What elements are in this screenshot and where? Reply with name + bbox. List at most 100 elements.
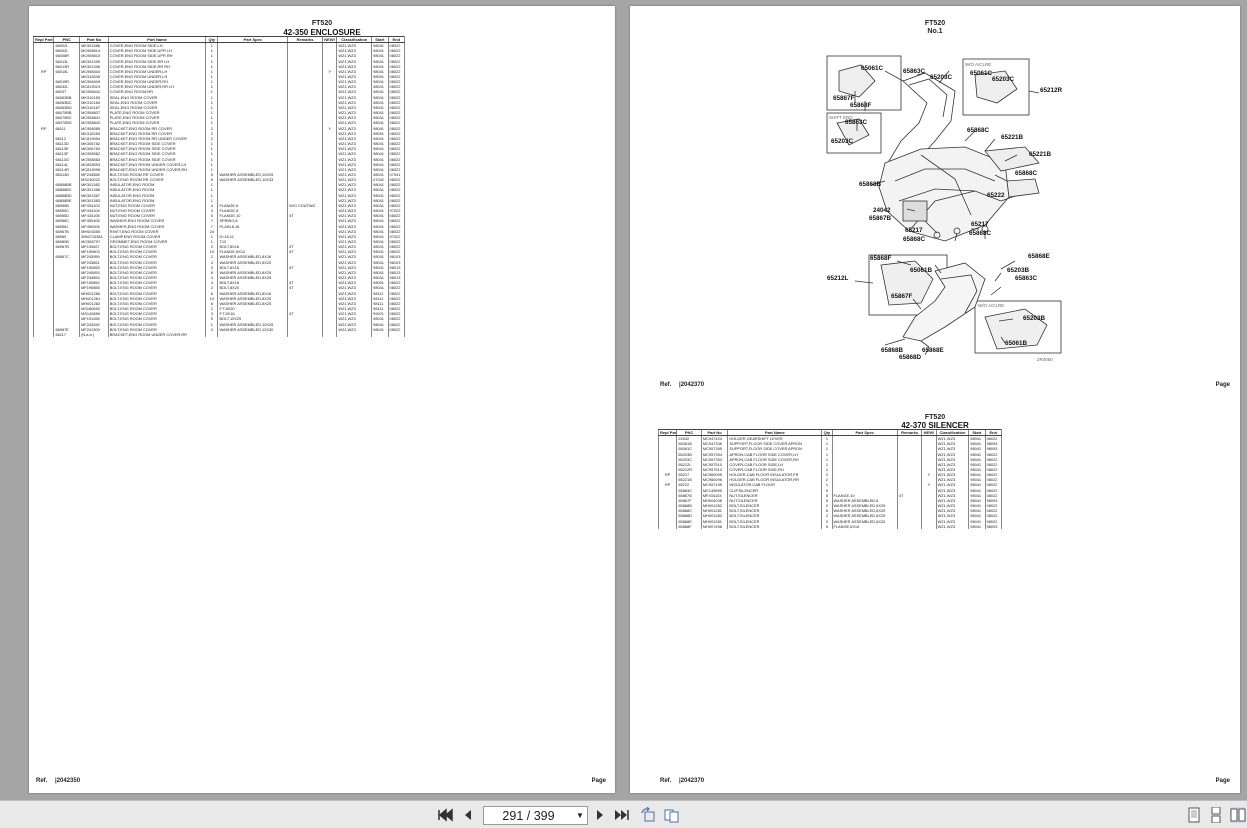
ref-value: |2042370 (679, 778, 705, 784)
table-cell: 2 (205, 306, 218, 312)
table-cell (32, 161, 54, 167)
table-cell (32, 326, 54, 332)
table-cell (321, 146, 337, 152)
table-cell: BOLT,ENG ROOM COVER (107, 244, 206, 250)
table-cell: 08022 (387, 146, 406, 152)
table-cell (32, 244, 54, 250)
table-cell: 08022 (387, 187, 406, 193)
rotate-icon[interactable] (640, 806, 656, 823)
table-cell: 98091 (371, 280, 389, 286)
page-model-top: FT520 (924, 20, 946, 27)
table-cell: 66111 (53, 125, 80, 131)
table-cell: FLANGE,8 (217, 208, 288, 214)
column-header: Part Spec (831, 428, 898, 437)
table-cell: 66858BC (53, 187, 80, 193)
table-cell: SUPPORT,FLOOR SIDE COVER APRON (727, 446, 822, 452)
table-cell: WZ1,WZ3 (336, 233, 372, 239)
diagram-code: 2R4050 (1037, 357, 1053, 362)
table-cell: 5 (821, 492, 833, 498)
diagram-label: 24042 (873, 207, 891, 214)
table-cell: NUT,ENG ROOM COVER (107, 213, 206, 219)
page-number-field[interactable]: 291 / 399 ▼ (483, 806, 588, 825)
table-cell: 08022 (387, 223, 406, 229)
table-cell: 08022 (984, 487, 1003, 493)
table-cell (32, 275, 54, 281)
table-cell: 66037 (53, 89, 80, 95)
continuous-page-icon[interactable] (1208, 806, 1224, 824)
table-cell: 98041 (968, 472, 986, 478)
table-cell (217, 156, 288, 162)
table-cell: MC958515 (79, 53, 109, 59)
table-cell: 66114L (53, 161, 80, 167)
diagram-label: 65868C (1015, 170, 1038, 177)
column-header: NEW! (321, 35, 337, 44)
exploded-parts-diagram: 65061C 65863C 65203C 65061C 65203C 65212… (825, 51, 1065, 366)
table-cell (53, 285, 80, 291)
table-cell (32, 99, 54, 105)
table-cell: MH001282 (79, 300, 109, 306)
column-header: NEW! (921, 428, 937, 437)
chevron-down-icon[interactable]: ▼ (576, 811, 584, 820)
column-header: Classification (336, 35, 372, 44)
table-cell (32, 120, 54, 126)
table-cell: MF241309 (79, 326, 109, 332)
table-cell: 98111 (371, 300, 389, 306)
column-header: End (984, 428, 1003, 437)
table-cell: MC957195 (700, 482, 728, 488)
table-cell (371, 331, 389, 337)
table-cell (321, 197, 337, 203)
diagram-label: 65868B (881, 347, 904, 354)
table-cell (921, 513, 937, 519)
table-cell (287, 161, 323, 167)
table-cell: WZ1,WZ3 (336, 285, 372, 291)
table-cell (32, 187, 54, 193)
facing-pages-icon[interactable] (1230, 807, 1246, 823)
table-cell: MF243959 (79, 254, 109, 260)
table-cell: MF243282 (79, 321, 109, 327)
table-cell: 98041 (371, 110, 389, 116)
diagram-label: 65863C (845, 119, 868, 126)
previous-page-icon[interactable] (460, 807, 476, 823)
table-cell (657, 441, 677, 447)
table-cell: 08022 (387, 110, 406, 116)
two-page-view-icon[interactable] (664, 807, 680, 823)
table-cell (32, 316, 54, 322)
table-cell (657, 461, 677, 467)
table-cell: 2 (205, 135, 218, 141)
table-cell: 98041 (371, 125, 389, 131)
next-page-icon[interactable] (592, 807, 608, 823)
table-cell: GROMMET,ENG ROOM COVER (107, 238, 206, 245)
table-cell (53, 295, 80, 301)
first-page-icon[interactable] (437, 807, 453, 823)
table-cell: 5 (205, 316, 218, 322)
table-cell (287, 177, 323, 183)
table-cell: 1 (205, 161, 218, 167)
table-cell: 98041 (968, 523, 986, 529)
table-cell: WZ1,WZ3 (336, 238, 372, 245)
table-cell: 1 (205, 192, 218, 198)
table-cell (321, 171, 337, 178)
table-cell: BOLT,8X16 (217, 264, 288, 270)
table-cell (657, 508, 677, 514)
table-cell: 98041 (371, 79, 389, 85)
table-cell: 98041 (968, 492, 986, 498)
single-page-icon[interactable] (1186, 807, 1202, 823)
table-cell: NUT,SILENCER (727, 492, 822, 498)
table-cell: MC947336 (700, 441, 728, 447)
table-cell: 98041 (371, 120, 389, 126)
table-cell: 98041 (968, 441, 986, 447)
table-cell: MC958085 (79, 125, 109, 131)
table-cell: BOLT,ENG ROOM COVER (107, 306, 206, 312)
last-page-icon[interactable] (614, 807, 630, 823)
table-cell: COVER,ENG ROOM SIDE,RR LH (107, 58, 206, 64)
table-cell: WASHER ASSEMBLED,6X20 (831, 508, 898, 514)
viewer-toolbar: 291 / 399 ▼ (0, 800, 1247, 828)
